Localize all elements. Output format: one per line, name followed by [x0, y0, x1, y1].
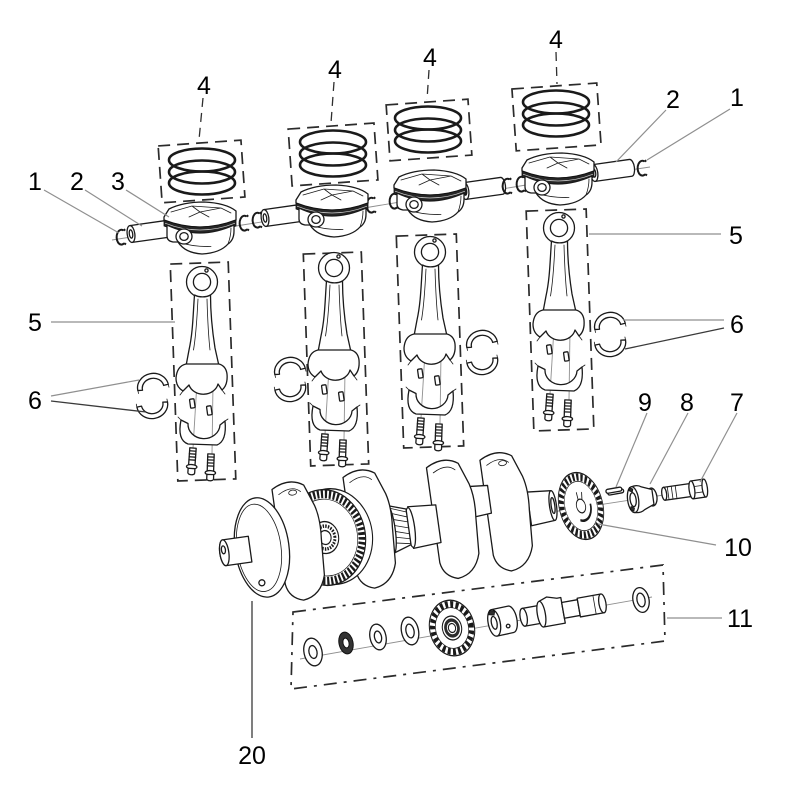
bearing-shell-icon [592, 309, 627, 334]
hub [626, 485, 658, 514]
spacer-ring [338, 631, 354, 655]
piston-ring-set-2 [298, 129, 368, 178]
callout-1-right: 1 [730, 84, 744, 112]
connecting-rod-4 [533, 213, 585, 427]
piston-ring-set-4 [521, 89, 591, 138]
ring-set-box-1 [157, 139, 246, 204]
connecting-rod-2 [308, 253, 360, 467]
ring-set-box-4 [511, 82, 602, 152]
ring-set-boxes [157, 82, 602, 204]
piston-pin-icon [459, 176, 508, 201]
ring-set-box-2 [287, 122, 379, 187]
callout-20: 20 [238, 742, 266, 770]
connecting-rod-3 [404, 237, 456, 451]
balance-shaft-assembly [299, 587, 653, 667]
leader-lines [43, 51, 738, 738]
callout-6-right: 6 [730, 311, 744, 339]
balance-shaft [519, 593, 607, 628]
split-collar [487, 605, 518, 637]
callout-7: 7 [730, 389, 744, 417]
connecting-rod-1 [176, 267, 228, 481]
callout-2-left: 2 [70, 168, 84, 196]
callout-8: 8 [680, 389, 694, 417]
ring-set-box-3 [385, 98, 473, 162]
bearing-shell-icon [272, 354, 307, 379]
bearing-shell-icon [135, 398, 170, 421]
rod-box-3 [395, 233, 465, 449]
piston-2 [295, 184, 369, 238]
callout-1-left: 1 [28, 168, 42, 196]
bearing-shell-icon [135, 370, 170, 395]
rod-box-4 [525, 208, 595, 432]
callout-11: 11 [727, 605, 753, 633]
piston-pin-icon [588, 158, 637, 183]
callout-2-right: 2 [666, 86, 680, 114]
circlip-icon [115, 228, 127, 246]
piston-ring-set-1 [167, 147, 237, 196]
piston-4 [521, 152, 595, 206]
bearing-shell-icon [464, 327, 499, 352]
callout-labels: 1 2 3 4 4 4 4 2 1 5 5 6 6 9 8 7 10 11 20 [28, 26, 753, 770]
bearing-shell-icon [593, 336, 628, 359]
balance-gear [428, 599, 476, 657]
key [605, 486, 625, 496]
callout-3: 3 [111, 168, 125, 196]
balance-shaft-box [290, 564, 666, 690]
callout-10: 10 [724, 534, 752, 562]
callout-6-left: 6 [28, 387, 42, 415]
crankshaft [218, 448, 558, 604]
piston-ring-set-3 [393, 105, 463, 154]
bearing-shell-icon [273, 381, 308, 404]
callout-4-4: 4 [549, 26, 563, 54]
callout-4-3: 4 [423, 44, 437, 72]
rod-boxes [169, 208, 595, 482]
callout-4-1: 4 [197, 72, 211, 100]
bolt [661, 478, 709, 501]
piston-1 [163, 201, 237, 255]
callout-5-right: 5 [729, 222, 743, 250]
bearing-shell-icon [465, 354, 500, 377]
circlip-icon [238, 214, 250, 232]
callout-9: 9 [638, 389, 652, 417]
callout-4-2: 4 [328, 56, 342, 84]
piston-3 [393, 169, 467, 223]
callout-5-left: 5 [28, 309, 42, 337]
trigger-wheel [557, 471, 605, 541]
